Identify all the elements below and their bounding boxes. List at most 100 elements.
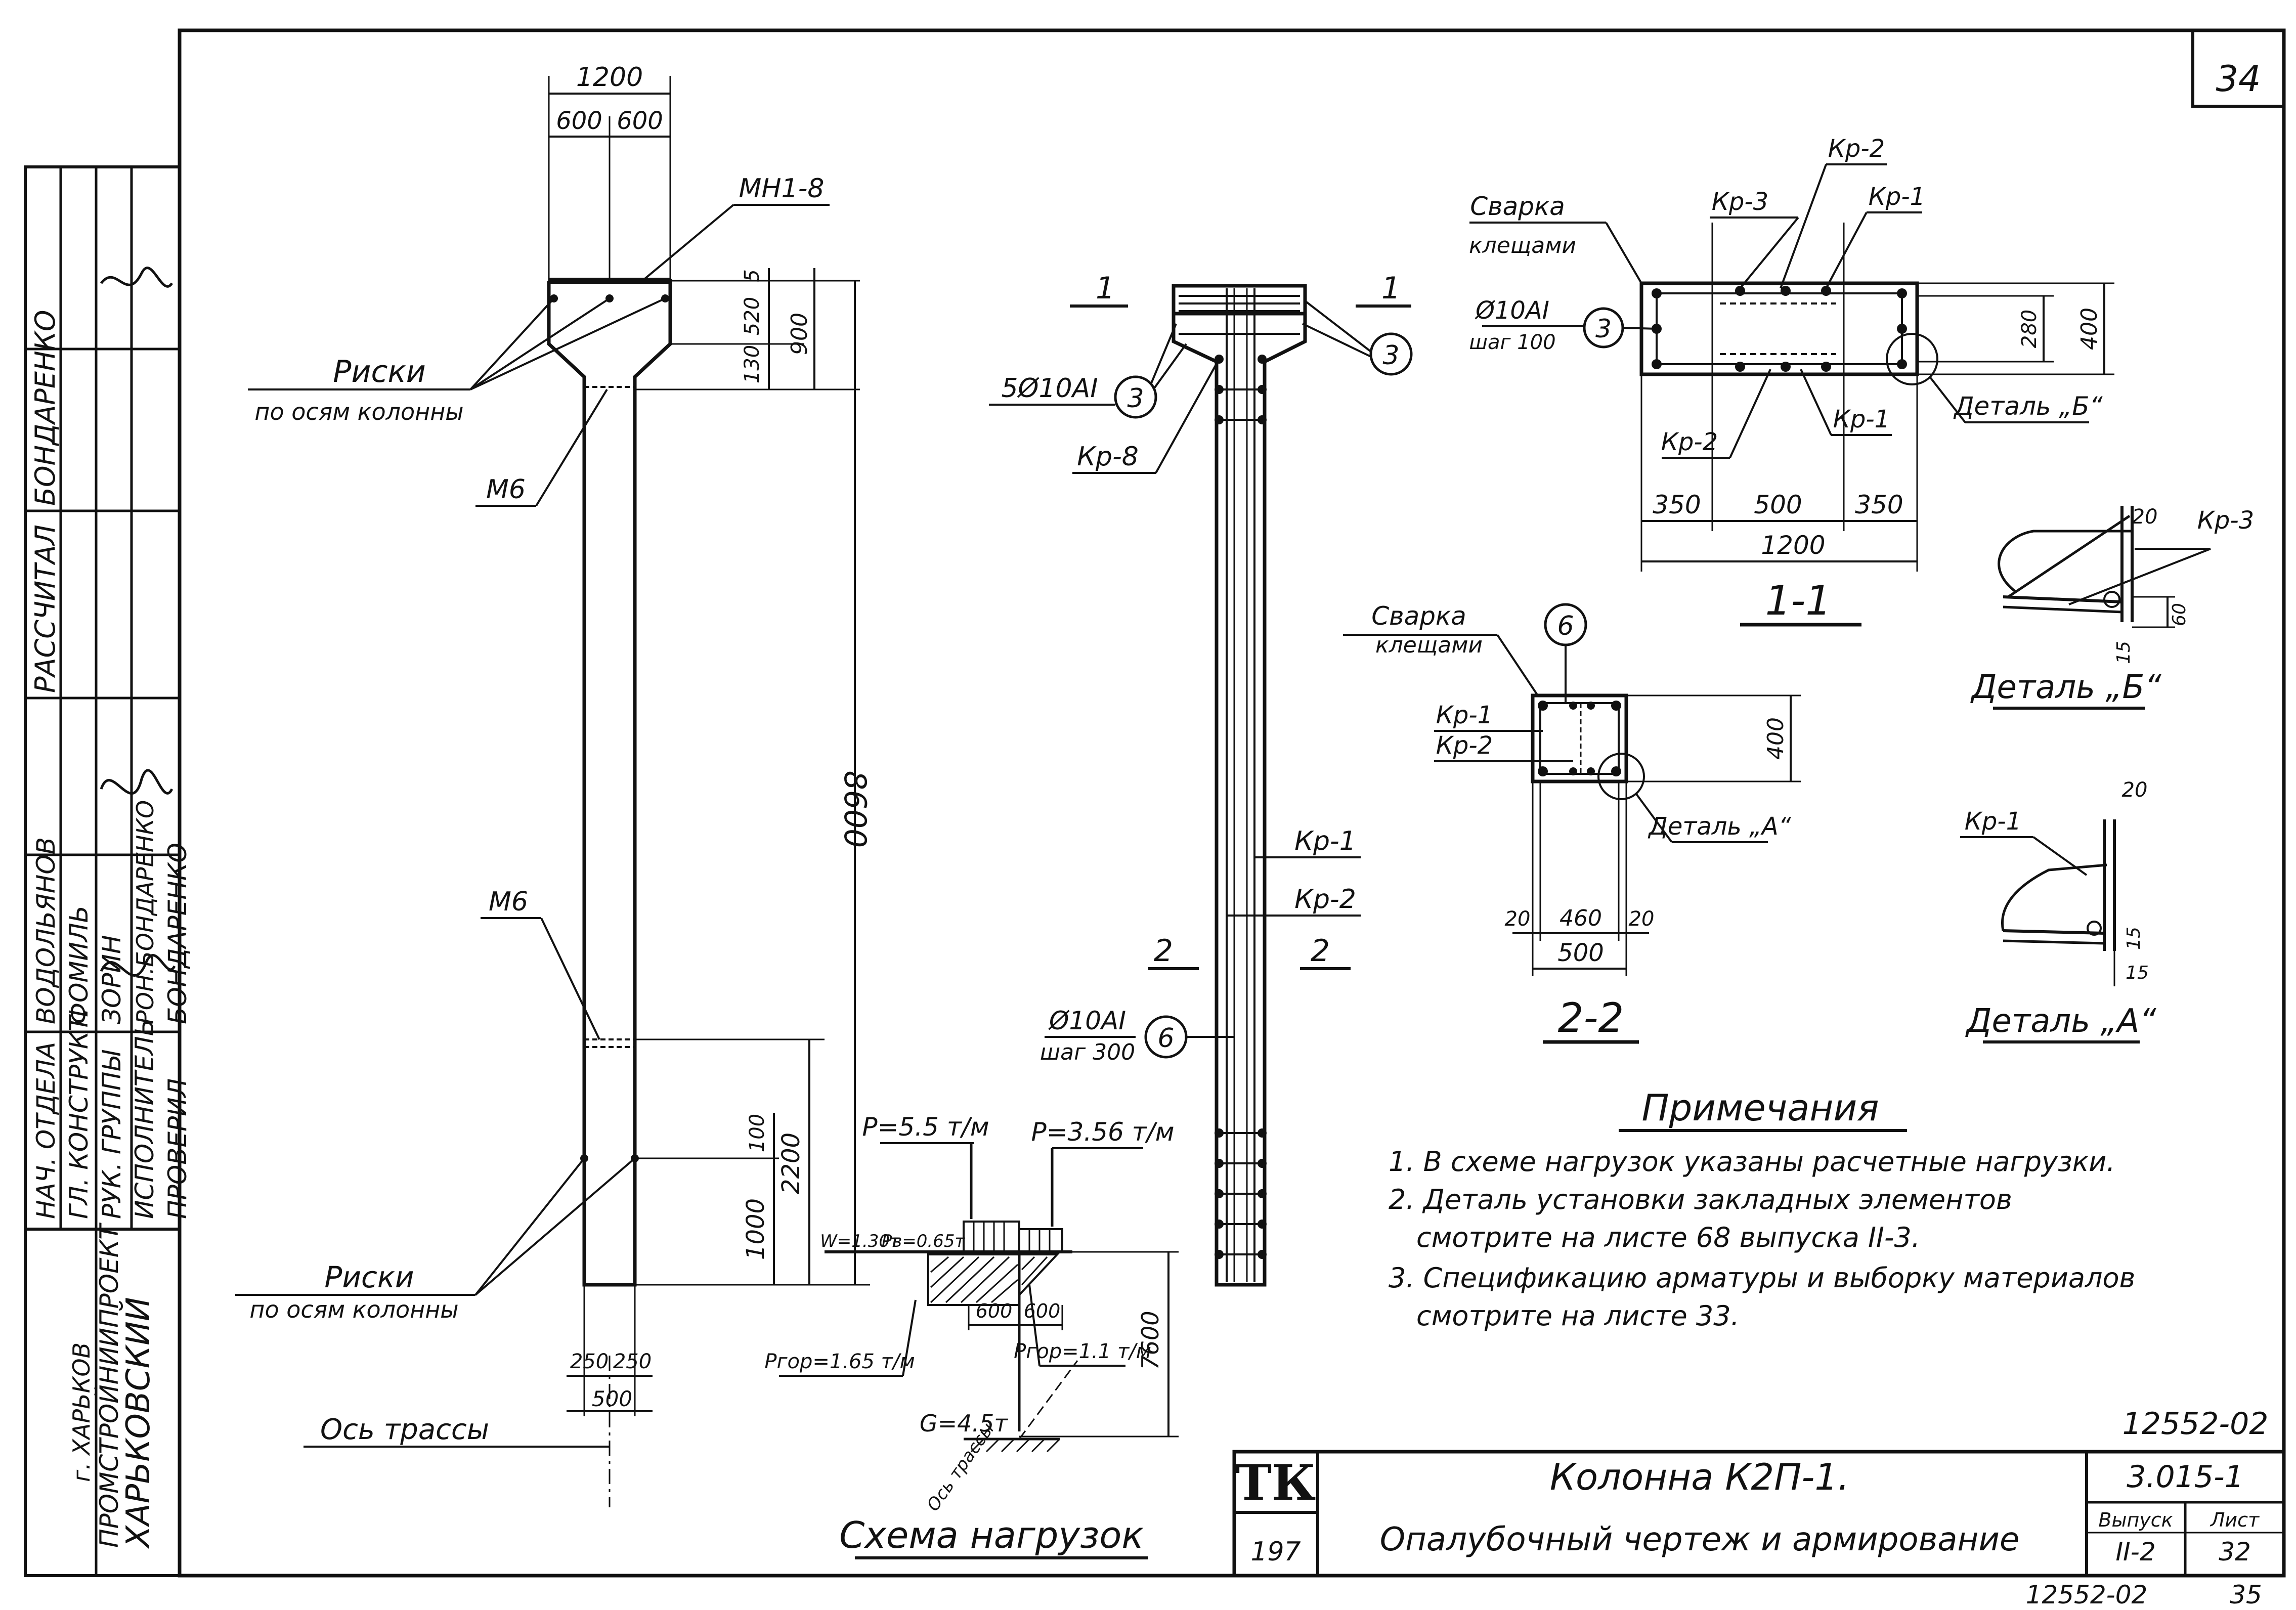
section-2-left: 2 (1154, 933, 1173, 969)
label-marks-bottom: Риски (324, 1260, 414, 1294)
label-marks-bottom-sub: по осям колонны (249, 1296, 458, 1323)
stamp-name-0: ВОДОЛЬЯНОВ (31, 837, 61, 1024)
label-kp2-22: Кр-2 (1436, 731, 1493, 760)
label-kp1-11a: Кр-1 (1869, 183, 1925, 211)
note-line-4: 3. Спецификацию арматуры и выборку матер… (1389, 1262, 2135, 1294)
label-kp1: Кр-1 (1294, 826, 1356, 856)
stamp-role-2: РУК. ГРУППЫ (97, 1050, 126, 1219)
notes-title: Примечания (1641, 1086, 1879, 1129)
title-issue: II-2 (2115, 1537, 2155, 1567)
dim-20-b: 20 (2132, 505, 2158, 529)
section-1-right: 1 (1381, 271, 1401, 306)
title-sheet-label: Лист (2210, 1509, 2260, 1531)
label-weld-11-sub: клещами (1469, 233, 1576, 258)
label-m6-top: М6 (486, 474, 526, 505)
label-kp2: Кр-2 (1294, 884, 1356, 915)
stamp-upper-name: БОНДАРЕНКО (29, 310, 61, 506)
label-m6-bottom: М6 (489, 887, 528, 917)
org-name-line1: ХАРЬКОВСКИЙ (119, 1297, 157, 1549)
notes: Примечания 1. В схеме нагрузок указаны р… (1389, 1086, 2135, 1332)
stamp-role-4: ПРОВЕРИЛ (163, 1078, 192, 1219)
label-bars: 5Ø10АI (1001, 373, 1098, 404)
dim-400-11: 400 (2076, 308, 2102, 350)
position-6: 6 (1157, 1023, 1174, 1054)
title-year: 197 (1250, 1537, 1301, 1567)
detail-b: 20 Кр-3 60 15 Деталь „Б“ (1970, 505, 2254, 710)
title-line-1: Колонна К2П-1. (1550, 1456, 1849, 1498)
sheet-frame (178, 28, 2286, 1578)
label-stirrup-step: шаг 300 (1040, 1039, 1135, 1065)
dim-500: 500 (592, 1386, 632, 1411)
dim-20-left: 20 (1505, 907, 1531, 931)
label-kp1-11b: Кр-1 (1833, 405, 1890, 433)
label-stirrup: Ø10АI (1048, 1006, 1126, 1035)
load-scheme-title: Схема нагрузок (839, 1514, 1144, 1556)
load-g: G=4.5т (920, 1410, 1008, 1437)
section-1-left: 1 (1096, 271, 1115, 306)
stamp-role-0: НАЧ. ОТДЕЛА (31, 1042, 61, 1219)
label-kp1-22: Кр-1 (1436, 701, 1493, 729)
org-name-line2: ПРОМСТРОЙНИИПРОЕКТ (94, 1223, 124, 1548)
column-elevation: 1200 600 600 МН1-8 5 520 130 900 8600 Ри… (235, 62, 873, 1507)
dim-280: 280 (2018, 310, 2041, 348)
dim-20-a: 20 (2122, 778, 2148, 802)
label-mn1-8: МН1-8 (739, 173, 825, 204)
title-logo: ТК (1236, 1454, 1316, 1511)
dim-60-b: 60 (2169, 603, 2190, 626)
dim-460: 460 (1559, 905, 1602, 931)
detail-b-title: Деталь „Б“ (1970, 669, 2161, 706)
section-1-1-title: 1-1 (1765, 577, 1832, 624)
note-line-3: смотрите на листе 68 выпуска II-3. (1416, 1222, 1920, 1253)
detail-a-title: Деталь „А“ (1965, 1003, 2157, 1040)
label-kp3-11: Кр-3 (1712, 188, 1768, 216)
label-axis: Ось трассы (320, 1413, 489, 1446)
title-series: 3.015-1 (2127, 1459, 2244, 1495)
dim-100: 100 (746, 1114, 769, 1152)
label-weld-22: Сварка (1371, 601, 1466, 631)
load-w: W=1.30т (820, 1231, 900, 1251)
signature-1 (100, 267, 174, 288)
load-pb: Pв=0.65т (882, 1231, 966, 1251)
dim-600-left: 600 (556, 107, 602, 135)
load-pgor1: Pгор=1.65 т/м (764, 1350, 915, 1373)
dim-15-b: 15 (2113, 641, 2134, 664)
title-issue-label: Выпуск (2098, 1509, 2173, 1531)
dim-500-22: 500 (1557, 939, 1604, 967)
note-line-5: смотрите на листе 33. (1416, 1300, 1740, 1332)
dim-2200: 2200 (777, 1133, 805, 1194)
label-kp3-b: Кр-3 (2197, 506, 2254, 535)
dim-350-left: 350 (1653, 490, 1701, 519)
dim-600-load-b: 600 (1024, 1300, 1061, 1322)
load-scheme: P=5.5 т/м P=3.56 т/м W=1.30т Pв=0.65т 60… (764, 1112, 1179, 1559)
stamp-name-4: БОНДАРЕНКО (163, 843, 192, 1024)
note-line-1: 1. В схеме нагрузок указаны расчетные на… (1389, 1146, 2115, 1178)
title-code: 12552-02 (2122, 1406, 2269, 1442)
dim-250-right: 250 (613, 1350, 652, 1373)
dim-15-a1: 15 (2124, 927, 2144, 950)
label-detail-a-ref: Деталь „А“ (1648, 812, 1791, 841)
title-sheet: 32 (2219, 1537, 2251, 1567)
label-weld-11: Сварка (1470, 192, 1565, 221)
stamp-name-2: ЗОРИН (97, 935, 126, 1024)
dim-1200-11: 1200 (1761, 531, 1825, 560)
note-line-2: 2. Деталь установки закладных элементов (1389, 1184, 2012, 1215)
stamp-role-1: ГЛ. КОНСТРУКТ. (64, 1008, 94, 1219)
signature-2 (100, 769, 174, 795)
label-kp2-11a: Кр-2 (1828, 135, 1885, 163)
section-2-2: Сварка клещами 6 Кр-1 Кр-2 400 Деталь „А… (1343, 601, 1801, 1044)
section-2-2-title: 2-2 (1558, 994, 1624, 1041)
stamp-role-3: ИСПОЛНИТЕЛЬ (130, 1019, 159, 1219)
label-step-11: шаг 100 (1469, 331, 1555, 354)
signature-3 (100, 954, 176, 977)
dim-500-11: 500 (1754, 490, 1802, 519)
dim-15-a2: 15 (2126, 963, 2149, 983)
dim-600-right: 600 (617, 107, 663, 135)
dim-600-load-a: 600 (976, 1300, 1013, 1322)
footer-sheet: 35 (2230, 1580, 2262, 1609)
label-weld-22-sub: клещами (1375, 632, 1483, 658)
position-3-left: 3 (1127, 383, 1144, 414)
title-line-2: Опалубочный чертеж и армирование (1380, 1521, 2020, 1558)
dim-1000: 1000 (742, 1198, 770, 1260)
dim-400-22: 400 (1763, 717, 1789, 760)
dim-130: 130 (741, 345, 764, 383)
